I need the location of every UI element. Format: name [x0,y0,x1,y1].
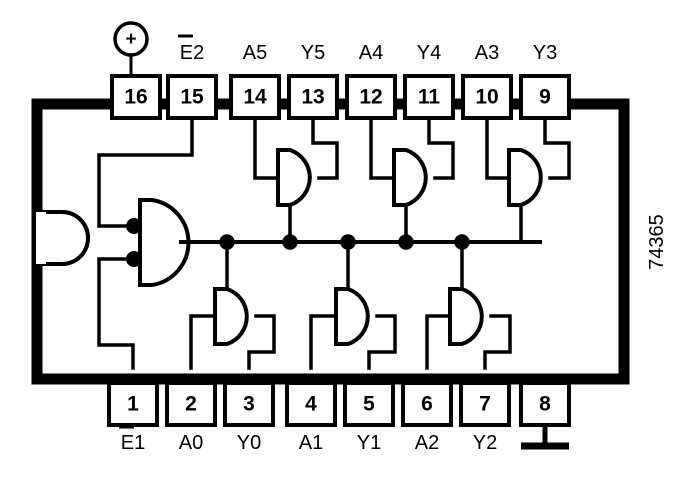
pin-11-number: 11 [418,86,441,109]
pin-13[interactable]: 13 [287,74,339,120]
pin-15[interactable]: 15 [166,74,218,120]
pin-4-number: 4 [305,393,317,416]
top-pin-labels: E2 A5 Y5 A4 Y4 A3 Y3 [178,34,557,64]
pin-9-label: Y3 [533,42,557,64]
pin-16-number: 16 [124,86,147,109]
pin-8[interactable]: 8 [519,381,571,427]
pin-15-number: 15 [180,86,204,109]
internal-wiring [97,113,571,370]
pin-4-label: A1 [299,432,323,454]
pin-10-label: A3 [475,42,499,64]
pin-12-number: 12 [359,86,382,109]
pin-5[interactable]: 5 [343,381,395,427]
pin-7[interactable]: 7 [459,381,511,427]
pin-1[interactable]: 1 [107,381,159,427]
pin-12-label: A4 [359,42,383,64]
pin-1-number: 1 [127,393,139,416]
device-type-text: 74365 [646,214,668,270]
bottom-pin-labels: E1 A0 Y0 A1 Y1 A2 Y2 [119,425,497,454]
package-notch [36,210,90,266]
pin-4[interactable]: 4 [285,381,337,427]
pin-14-label: A5 [243,42,267,64]
vcc-plus-glyph: + [125,29,136,50]
pin-2-label: A0 [179,432,203,454]
pin-2-number: 2 [185,393,197,416]
pin-3-number: 3 [243,393,255,416]
pin-10-number: 10 [475,86,498,109]
pin-5-number: 5 [363,393,375,416]
pin-15-label: E2 [180,42,204,64]
pin-12[interactable]: 12 [345,74,397,120]
pin-13-label: Y5 [301,42,325,64]
pin-3-label: Y0 [237,432,261,454]
pin-10[interactable]: 10 [461,74,513,120]
pin-7-number: 7 [479,393,491,416]
pin-11-label: Y4 [417,42,441,64]
device-type-label: 74365 [646,214,668,270]
pin-6[interactable]: 6 [401,381,453,427]
top-pin-row: 16 15 14 13 12 11 [110,74,571,120]
pin-14[interactable]: 14 [229,74,281,120]
pin-11[interactable]: 11 [403,74,455,120]
pin-9[interactable]: 9 [519,74,571,120]
pin-1-label: E1 [121,432,145,454]
pin-8-number: 8 [539,393,551,416]
pin-9-number: 9 [539,86,551,109]
pin-6-number: 6 [421,393,433,416]
pin-2[interactable]: 2 [165,381,217,427]
pin-16[interactable]: 16 [110,74,162,120]
pin-13-number: 13 [301,86,324,109]
pin-5-label: Y1 [357,432,381,454]
ground-symbol [521,424,569,450]
bottom-pin-row: 1 2 3 4 5 6 7 [107,381,571,427]
vcc-power-symbol: + [113,21,149,78]
pin-7-label: Y2 [473,432,497,454]
pin-3[interactable]: 3 [223,381,275,427]
pin-14-number: 14 [243,86,267,109]
pin-6-label: A2 [415,432,439,454]
